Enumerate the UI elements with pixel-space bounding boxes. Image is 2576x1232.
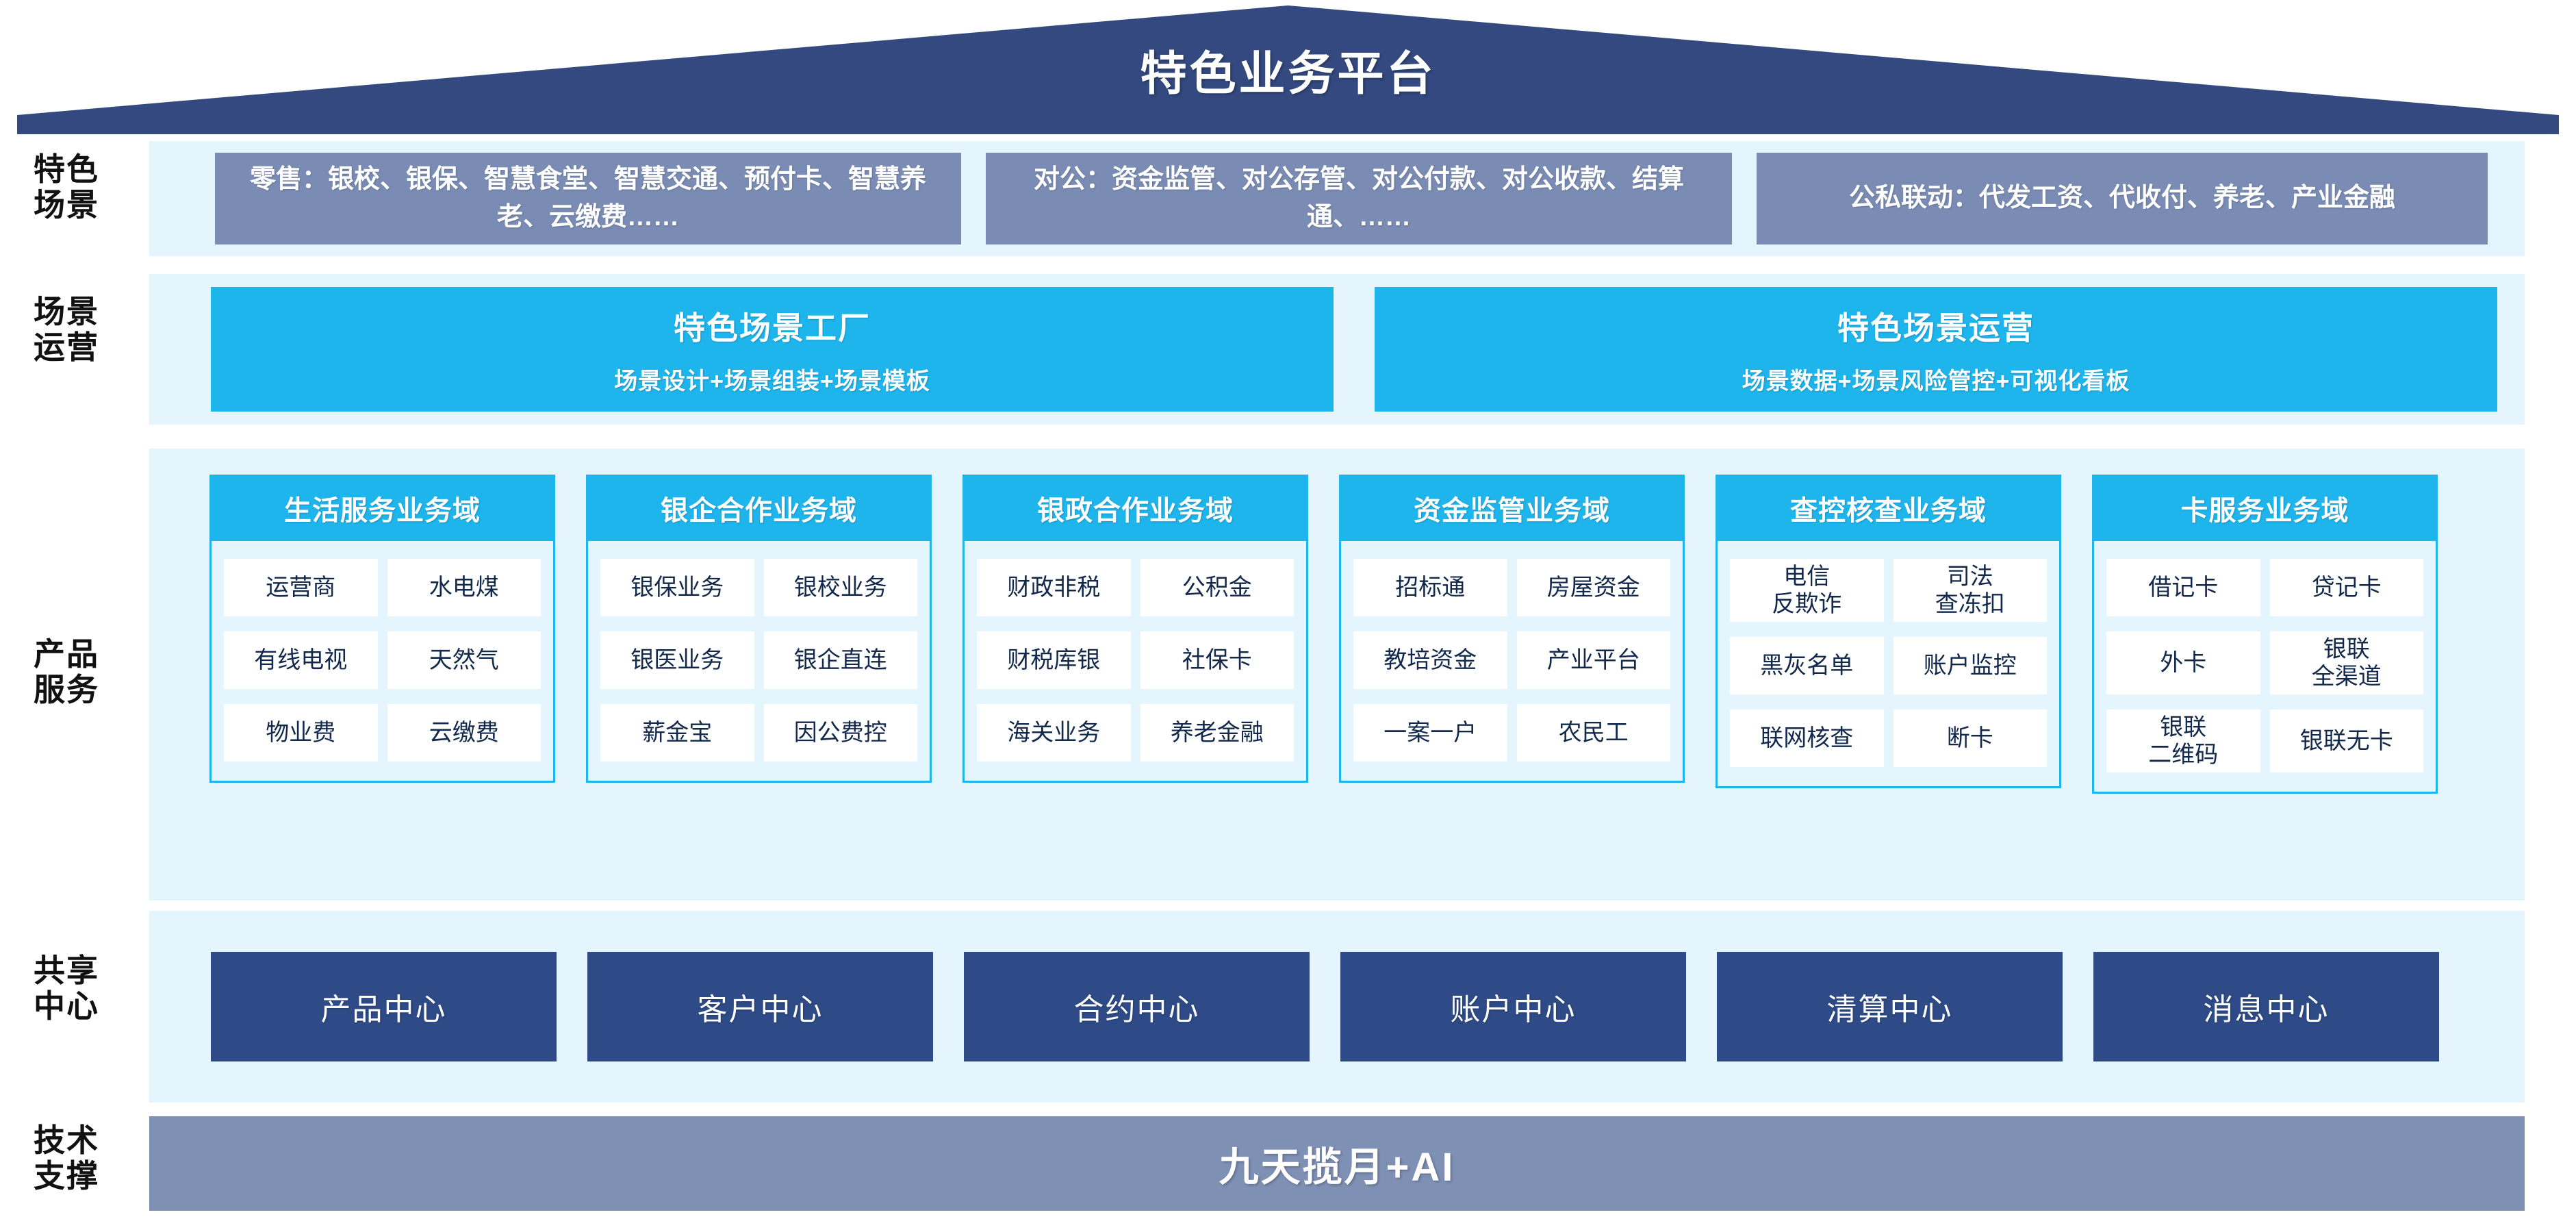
row-label-scenario: 特色场景: [34, 151, 99, 223]
service-chip[interactable]: 贷记卡: [2269, 559, 2423, 616]
service-chip[interactable]: 账户监控: [1893, 637, 2047, 695]
service-chip[interactable]: 断卡: [1893, 709, 2047, 768]
domain-title: 银政合作业务域: [965, 477, 1306, 541]
service-chip[interactable]: 联网核查: [1730, 709, 1884, 768]
domain-title: 生活服务业务域: [212, 477, 553, 541]
shared-center-message[interactable]: 消息中心: [2093, 952, 2439, 1061]
service-chip[interactable]: 银联无卡: [2269, 709, 2423, 773]
operation-subtitle: 场景设计+场景组装+场景模板: [614, 368, 930, 394]
domain-card-fund-supervision[interactable]: 资金监管业务域 招标通 房屋资金 教培资金 产业平台 一案一户 农民工: [1339, 475, 1685, 783]
shared-center-product[interactable]: 产品中心: [211, 952, 557, 1061]
domain-chip-grid: 招标通 房屋资金 教培资金 产业平台 一案一户 农民工: [1341, 541, 1683, 781]
scenario-box-public-private[interactable]: 公私联动：代发工资、代收付、养老、产业金融: [1757, 153, 2488, 244]
service-chip[interactable]: 水电煤: [387, 559, 541, 616]
service-chip[interactable]: 财税库银: [977, 631, 1131, 689]
service-chip[interactable]: 外卡: [2106, 631, 2260, 695]
roof-shape-icon: [17, 5, 2559, 134]
service-chip[interactable]: 有线电视: [224, 631, 378, 689]
domain-chip-grid: 借记卡 贷记卡 外卡 银联 全渠道 银联 二维码 银联无卡: [2094, 541, 2436, 792]
shared-center-customer[interactable]: 客户中心: [587, 952, 933, 1061]
service-chip[interactable]: 银保业务: [600, 559, 754, 616]
domain-card-bank-enterprise[interactable]: 银企合作业务域 银保业务 银校业务 银医业务 银企直连 薪金宝 因公费控: [586, 475, 932, 783]
service-chip[interactable]: 产业平台: [1516, 631, 1670, 689]
scenario-row: 零售：银校、银保、智慧食堂、智慧交通、预付卡、智慧养老、云缴费…… 对公：资金监…: [149, 141, 2525, 256]
domain-chip-grid: 银保业务 银校业务 银医业务 银企直连 薪金宝 因公费控: [588, 541, 930, 781]
operation-box-scene-factory[interactable]: 特色场景工厂 场景设计+场景组装+场景模板: [211, 287, 1334, 412]
service-chip[interactable]: 运营商: [224, 559, 378, 616]
domain-title: 查控核查业务域: [1718, 477, 2059, 541]
row-label-tech-support: 技术支撑: [34, 1122, 99, 1194]
domain-card-life-service[interactable]: 生活服务业务域 运营商 水电煤 有线电视 天然气 物业费 云缴费: [209, 475, 555, 783]
scenario-box-retail[interactable]: 零售：银校、银保、智慧食堂、智慧交通、预付卡、智慧养老、云缴费……: [215, 153, 961, 244]
service-chip[interactable]: 司法 查冻扣: [1893, 559, 2047, 623]
domain-title: 卡服务业务域: [2094, 477, 2436, 541]
scenario-box-corporate[interactable]: 对公：资金监管、对公存管、对公付款、对公收款、结算通、……: [986, 153, 1732, 244]
service-chip[interactable]: 一案一户: [1353, 704, 1507, 762]
operation-box-scene-operation[interactable]: 特色场景运营 场景数据+场景风险管控+可视化看板: [1375, 287, 2497, 412]
domain-chip-grid: 运营商 水电煤 有线电视 天然气 物业费 云缴费: [212, 541, 553, 781]
service-chip[interactable]: 公积金: [1140, 559, 1294, 616]
service-chip[interactable]: 银医业务: [600, 631, 754, 689]
service-chip[interactable]: 社保卡: [1140, 631, 1294, 689]
operation-title: 特色场景工厂: [674, 310, 871, 346]
domain-card-investigation[interactable]: 查控核查业务域 电信 反欺诈 司法 查冻扣 黑灰名单 账户监控 联网核查 断卡: [1716, 475, 2061, 789]
service-chip[interactable]: 房屋资金: [1516, 559, 1670, 616]
tech-support-bar[interactable]: 九天揽月+AI: [149, 1116, 2525, 1211]
service-chip[interactable]: 电信 反欺诈: [1730, 559, 1884, 623]
service-chip[interactable]: 银企直连: [763, 631, 917, 689]
service-chip[interactable]: 云缴费: [387, 704, 541, 762]
shared-center-account[interactable]: 账户中心: [1340, 952, 1686, 1061]
row-label-product-service: 产品服务: [34, 636, 99, 707]
domain-chip-grid: 财政非税 公积金 财税库银 社保卡 海关业务 养老金融: [965, 541, 1306, 781]
domain-chip-grid: 电信 反欺诈 司法 查冻扣 黑灰名单 账户监控 联网核查 断卡: [1718, 541, 2059, 786]
service-chip[interactable]: 薪金宝: [600, 704, 754, 762]
service-chip[interactable]: 天然气: [387, 631, 541, 689]
domain-card-card-service[interactable]: 卡服务业务域 借记卡 贷记卡 外卡 银联 全渠道 银联 二维码 银联无卡: [2092, 475, 2438, 794]
shared-center-contract[interactable]: 合约中心: [964, 952, 1310, 1061]
service-chip[interactable]: 财政非税: [977, 559, 1131, 616]
operation-subtitle: 场景数据+场景风险管控+可视化看板: [1742, 368, 2130, 394]
shared-center-settlement[interactable]: 清算中心: [1717, 952, 2063, 1061]
domain-title: 银企合作业务域: [588, 477, 930, 541]
service-chip[interactable]: 教培资金: [1353, 631, 1507, 689]
service-chip[interactable]: 银联 二维码: [2106, 709, 2260, 773]
service-chip[interactable]: 农民工: [1516, 704, 1670, 762]
service-chip[interactable]: 物业费: [224, 704, 378, 762]
platform-roof: 特色业务平台: [0, 0, 2576, 137]
service-chip[interactable]: 银校业务: [763, 559, 917, 616]
service-chip[interactable]: 养老金融: [1140, 704, 1294, 762]
row-label-operation: 场景运营: [34, 294, 99, 365]
service-chip[interactable]: 借记卡: [2106, 559, 2260, 616]
operation-row: 特色场景工厂 场景设计+场景组装+场景模板 特色场景运营 场景数据+场景风险管控…: [149, 274, 2525, 425]
product-service-row: 生活服务业务域 运营商 水电煤 有线电视 天然气 物业费 云缴费 银企合作业务域…: [149, 449, 2525, 901]
domain-title: 资金监管业务域: [1341, 477, 1683, 541]
shared-center-row: 产品中心 客户中心 合约中心 账户中心 清算中心 消息中心: [149, 911, 2525, 1103]
row-label-shared-center: 共享中心: [34, 953, 99, 1024]
service-chip[interactable]: 银联 全渠道: [2269, 631, 2423, 695]
service-chip[interactable]: 招标通: [1353, 559, 1507, 616]
domain-card-bank-government[interactable]: 银政合作业务域 财政非税 公积金 财税库银 社保卡 海关业务 养老金融: [962, 475, 1308, 783]
service-chip[interactable]: 黑灰名单: [1730, 637, 1884, 695]
service-chip[interactable]: 因公费控: [763, 704, 917, 762]
page-title: 特色业务平台: [1140, 48, 1436, 100]
operation-title: 特色场景运营: [1837, 310, 2035, 346]
service-chip[interactable]: 海关业务: [977, 704, 1131, 762]
